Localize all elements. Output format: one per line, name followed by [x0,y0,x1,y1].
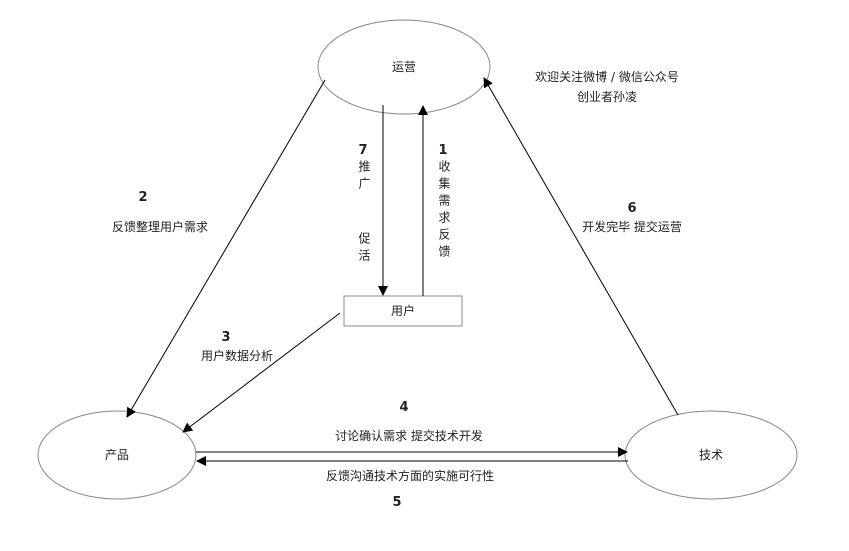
arrow-3 [182,312,341,433]
node-product-shape [37,410,197,500]
node-operations-shape [317,19,491,115]
arrow-6 [483,77,679,416]
edge-4-number: 4 [399,400,409,415]
note-line-1: 欢迎关注微博 / 微信公众号 [535,70,679,84]
edge-5-number: 5 [392,495,402,510]
edge-7-number: 7 [358,143,368,158]
node-product-label: 产品 [104,448,130,462]
edge-6-label: 开发完毕 提交运营 [582,220,682,234]
node-tech-label: 技术 [698,448,724,462]
edge-1-number: 1 [438,143,448,158]
note-line-2: 创业者孙凌 [576,90,638,104]
edge-5-label: 反馈沟通技术方面的实施可行性 [325,469,495,483]
edge-4-label: 讨论确认需求 提交技术开发 [335,429,483,443]
edge-3-label: 用户数据分析 [200,349,274,363]
node-operations-label: 运营 [391,60,417,74]
edge-7-label: 推广 促活 [357,160,371,266]
edge-6-number: 6 [627,201,637,216]
node-user-shape [343,295,463,327]
arrow-2 [126,79,326,418]
edge-2-label: 反馈整理用户需求 [111,220,209,234]
edge-2-number: 2 [138,190,148,205]
node-user-label: 用户 [390,304,416,318]
edge-1-label: 收集需求反馈 [437,160,451,262]
edge-3-number: 3 [221,330,231,345]
